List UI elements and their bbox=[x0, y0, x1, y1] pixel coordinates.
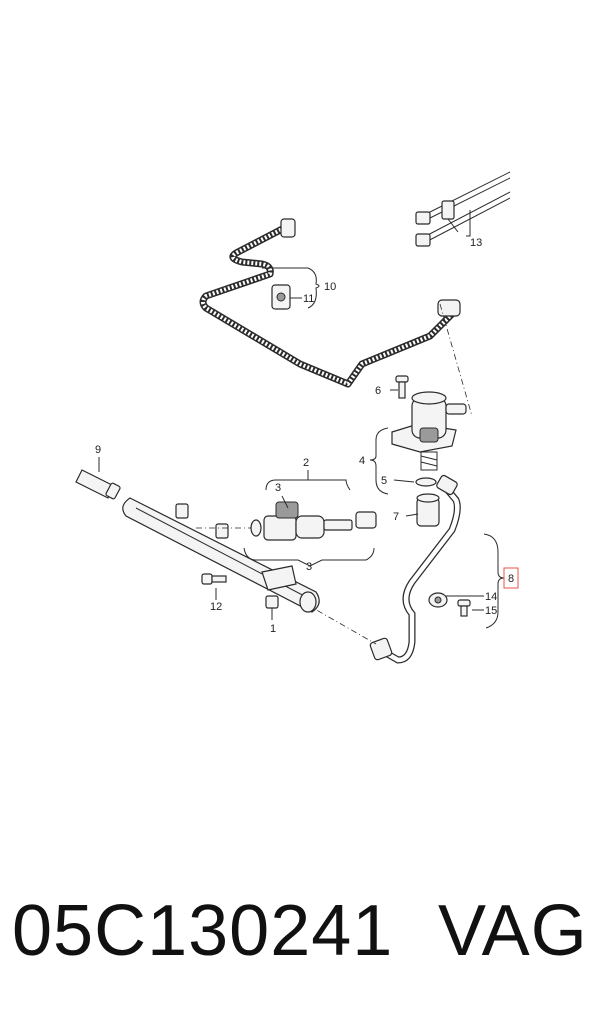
callout-15: 15 bbox=[485, 605, 497, 617]
callout-1: 1 bbox=[270, 623, 276, 635]
callout-bracket-4 bbox=[369, 427, 389, 495]
callout-11: 11 bbox=[303, 293, 314, 305]
cable-clip-strap bbox=[415, 171, 511, 247]
callout-6: 6 bbox=[375, 385, 381, 397]
callout-3-lower: 3 bbox=[306, 561, 312, 573]
callout-3-upper: 3 bbox=[275, 482, 281, 494]
roller-tappet bbox=[416, 493, 440, 527]
callout-2: 2 bbox=[303, 457, 309, 469]
o-ring bbox=[415, 477, 437, 487]
callout-13: 13 bbox=[470, 237, 482, 249]
callout-8: 8 bbox=[508, 573, 514, 585]
callout-bracket-2 bbox=[265, 470, 351, 491]
callout-bracket-3 bbox=[243, 547, 375, 567]
brand-name: VAG bbox=[438, 891, 588, 971]
callout-12: 12 bbox=[210, 601, 222, 613]
fuel-rail bbox=[122, 497, 320, 613]
callout-7: 7 bbox=[393, 511, 399, 523]
caption-bar: 05C130241 VAG bbox=[0, 880, 600, 990]
part-number: 05C130241 bbox=[12, 891, 394, 971]
leader-lines bbox=[98, 389, 484, 620]
line-clamp bbox=[428, 592, 471, 617]
hose-clip bbox=[271, 284, 291, 310]
vent-hose bbox=[199, 218, 461, 388]
bolt bbox=[395, 375, 409, 399]
callout-bracket-10 bbox=[262, 267, 320, 309]
callout-14: 14 bbox=[485, 591, 497, 603]
callout-10: 10 bbox=[324, 281, 336, 293]
fuel-pressure-sensor bbox=[75, 469, 121, 500]
high-pressure-line bbox=[305, 474, 461, 664]
rail-bolt bbox=[201, 573, 227, 585]
callout-9: 9 bbox=[95, 444, 101, 456]
parts-diagram: 1 2 3 3 4 5 6 7 8 9 10 11 12 13 14 15 bbox=[75, 171, 519, 664]
callout-4: 4 bbox=[359, 455, 365, 467]
high-pressure-pump bbox=[391, 391, 467, 471]
callout-highlight-8 bbox=[503, 567, 519, 589]
callout-5: 5 bbox=[381, 475, 387, 487]
fuel-injector bbox=[196, 501, 377, 541]
